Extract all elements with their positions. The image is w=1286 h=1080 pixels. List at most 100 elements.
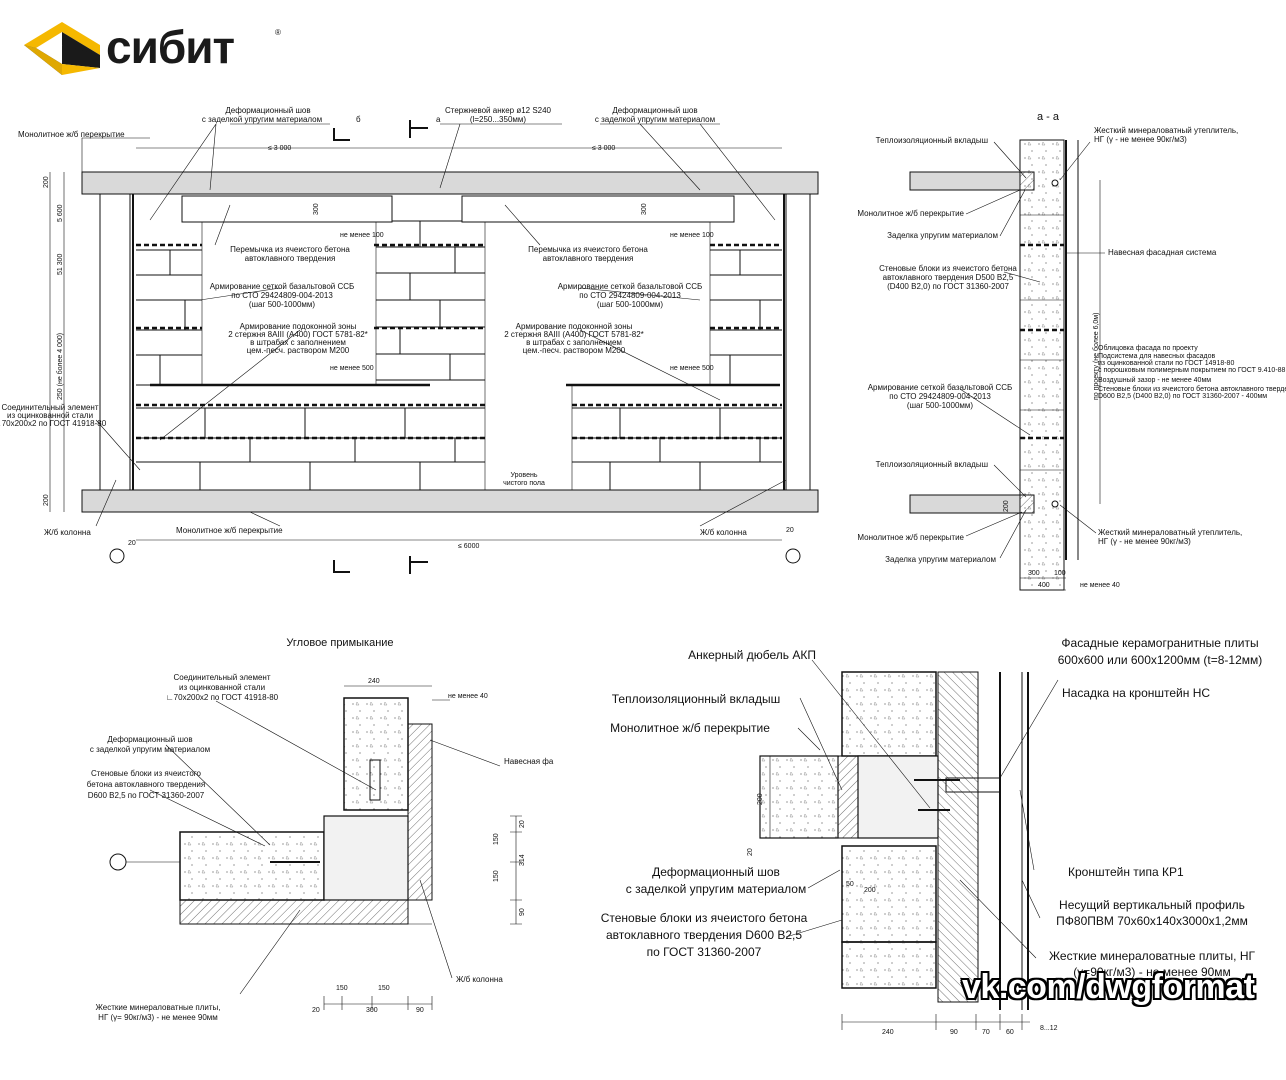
- svg-text:Заделка упругим материалом: Заделка упругим материалом: [885, 555, 996, 564]
- svg-text:с заделкой упругим материалом: с заделкой упругим материалом: [626, 882, 806, 896]
- svg-text:ПФ80ПВМ 70х60х140х3000х1,2мм: ПФ80ПВМ 70х60х140х3000х1,2мм: [1056, 914, 1248, 928]
- svg-text:автоклавного твердения D500 B2: автоклавного твердения D500 B2,5: [883, 273, 1014, 282]
- bottom-slab: [81, 489, 819, 513]
- svg-text:не менее 40: не менее 40: [448, 693, 488, 700]
- svg-text:≤ 3 000: ≤ 3 000: [592, 145, 615, 152]
- svg-text:Армирование подоконной зоны: Армирование подоконной зоны: [240, 322, 357, 331]
- svg-text:Стеновые блоки из ячеистого бе: Стеновые блоки из ячеистого бетона: [601, 911, 808, 925]
- svg-text:цем.-песч. раствором М200: цем.-песч. раствором М200: [523, 346, 626, 355]
- svg-text:Ж/б колонна: Ж/б колонна: [44, 528, 91, 537]
- svg-text:с заделкой упругим материалом: с заделкой упругим материалом: [202, 115, 322, 124]
- svg-text:с заделкой упругим материалом: с заделкой упругим материалом: [595, 115, 715, 124]
- svg-text:200: 200: [864, 887, 876, 894]
- svg-text:600х600 или 600х1200мм (t=8-12: 600х600 или 600х1200мм (t=8-12мм): [1058, 653, 1263, 667]
- svg-text:Армирование подоконной зоны: Армирование подоконной зоны: [516, 322, 633, 331]
- svg-text:бетона автоклавного твердения: бетона автоклавного твердения: [87, 780, 205, 789]
- svg-text:Стеновые блоки из ячеистого бе: Стеновые блоки из ячеистого бетона: [879, 264, 1017, 273]
- svg-text:240: 240: [368, 678, 380, 685]
- svg-text:400: 400: [1038, 582, 1050, 589]
- svg-text:20: 20: [786, 527, 794, 534]
- svg-text:60: 60: [1006, 1029, 1014, 1036]
- svg-text:из оцинкованной стали по ГОСТ: из оцинкованной стали по ГОСТ 14918-80: [1098, 359, 1234, 367]
- svg-text:20: 20: [312, 1007, 320, 1014]
- svg-text:в штрабах с заполнением: в штрабах с заполнением: [250, 338, 346, 347]
- logo: сибит ®: [24, 21, 281, 75]
- svg-text:не менее 40: не менее 40: [1080, 582, 1120, 589]
- svg-text:Армирование сеткой базальтовой: Армирование сеткой базальтовой ССБ: [868, 383, 1013, 392]
- svg-text:150: 150: [493, 870, 500, 882]
- svg-text:(шаг 500-1000мм): (шаг 500-1000мм): [597, 300, 663, 309]
- svg-text:50: 50: [846, 881, 854, 888]
- svg-text:(шаг 500-1000мм): (шаг 500-1000мм): [249, 300, 315, 309]
- svg-text:≤ 6000: ≤ 6000: [458, 543, 479, 550]
- svg-text:Армирование сеткой базальтовой: Армирование сеткой базальтовой ССБ: [210, 282, 355, 291]
- svg-text:314: 314: [519, 854, 526, 866]
- svg-text:Монолитное ж/б перекрытие: Монолитное ж/б перекрытие: [857, 209, 964, 218]
- block-courses: [136, 220, 782, 490]
- svg-text:автоклавного твердения: автоклавного твердения: [245, 254, 336, 263]
- svg-text:Монолитное ж/б перекрытие: Монолитное ж/б перекрытие: [610, 721, 770, 735]
- svg-text:(γ=90кг/м3) - не менее 90мм: (γ=90кг/м3) - не менее 90мм: [1073, 965, 1231, 979]
- svg-text:20: 20: [128, 540, 136, 547]
- svg-text:Заделка упругим материалом: Заделка упругим материалом: [887, 231, 998, 240]
- brand-reg: ®: [275, 28, 281, 37]
- svg-text:по СТО 29424809-004-2013: по СТО 29424809-004-2013: [231, 291, 333, 300]
- svg-text:150: 150: [336, 985, 348, 992]
- svg-text:по СТО 29424809-004-2013: по СТО 29424809-004-2013: [889, 392, 991, 401]
- svg-text:по СТО 29424809-004-2013: по СТО 29424809-004-2013: [579, 291, 681, 300]
- watermark: vk.com/dwgformat: [962, 968, 1255, 1006]
- svg-text:Ж/б колонна: Ж/б колонна: [700, 528, 747, 537]
- svg-text:Навесная фа: Навесная фа: [504, 757, 554, 766]
- svg-text:Армирование сеткой базальтовой: Армирование сеткой базальтовой ССБ: [558, 282, 703, 291]
- basalt-mesh: [136, 243, 782, 440]
- svg-text:51 300: 51 300: [57, 253, 64, 275]
- svg-text:Монолитное ж/б перекрытие: Монолитное ж/б перекрытие: [18, 130, 125, 139]
- svg-text:по проекту (не более 6,0м): по проекту (не более 6,0м): [1092, 313, 1100, 400]
- svg-text:Стеновые блоки из ячеистого бе: Стеновые блоки из ячеистого бетона авток…: [1098, 385, 1286, 393]
- section-slab-top: [909, 171, 1021, 191]
- svg-text:Жесткий минераловатный утеплит: Жесткий минераловатный утеплитель,: [1098, 528, 1242, 537]
- svg-text:Стеновые блоки из ячеистого: Стеновые блоки из ячеистого: [91, 769, 202, 778]
- svg-text:с заделкой упругим материалом: с заделкой упругим материалом: [90, 745, 210, 754]
- svg-text:2 стержня 8AIII (А400) ГОСТ 5: 2 стержня 8AIII (А400) ГОСТ 5781-82*: [228, 330, 368, 339]
- svg-text:(l=250...350мм): (l=250...350мм): [470, 115, 526, 124]
- svg-text:240: 240: [882, 1029, 894, 1036]
- svg-text:Подсистема для навесных фасадо: Подсистема для навесных фасадов: [1098, 353, 1215, 360]
- svg-text:Деформационный шов: Деформационный шов: [652, 865, 780, 879]
- svg-text:Жесткие минераловатные плиты,: Жесткие минераловатные плиты, НГ: [1049, 949, 1256, 963]
- svg-text:20: 20: [747, 848, 754, 856]
- svg-text:200: 200: [1003, 500, 1010, 512]
- svg-text:Теплоизоляционный вкладыш: Теплоизоляционный вкладыш: [876, 460, 988, 469]
- svg-text:300: 300: [1028, 570, 1040, 577]
- svg-text:Уровень: Уровень: [511, 472, 538, 479]
- svg-text:200: 200: [757, 793, 764, 805]
- column-left: [99, 193, 131, 491]
- facade-node: Анкерный дюбель АКП Теплоизоляционный вк…: [601, 636, 1263, 1036]
- wall-elevation: Деформационный шов с заделкой упругим ма…: [0, 106, 819, 574]
- svg-text:чистого пола: чистого пола: [503, 480, 545, 487]
- svg-text:не менее 500: не менее 500: [330, 365, 374, 372]
- svg-text:Воздушный зазор - не менее 40м: Воздушный зазор - не менее 40мм: [1098, 376, 1211, 384]
- svg-text:150: 150: [378, 985, 390, 992]
- logo-mark-icon: [24, 22, 100, 75]
- svg-text:Стержневой анкер ø12 S240: Стержневой анкер ø12 S240: [445, 106, 552, 115]
- svg-text:Жесткий минераловатный утеплит: Жесткий минераловатный утеплитель,: [1094, 126, 1238, 135]
- svg-text:Облицовка фасада по проекту: Облицовка фасада по проекту: [1098, 344, 1198, 352]
- section-a-a: а - а Теплоизоляционный вкладыш Жесткий …: [857, 111, 1286, 591]
- svg-text:300: 300: [366, 1007, 378, 1014]
- svg-text:≤ 3 000: ≤ 3 000: [268, 145, 291, 152]
- lintel-right: [461, 195, 735, 223]
- svg-text:автоклавного твердения: автоклавного твердения: [543, 254, 634, 263]
- svg-text:Соединительный элемент: Соединительный элемент: [1, 403, 98, 412]
- svg-text:из оцинкованной стали: из оцинкованной стали: [179, 683, 265, 692]
- svg-text:(шаг 500-1000мм): (шаг 500-1000мм): [907, 401, 973, 410]
- svg-text:Несущий вертикальный профиль: Несущий вертикальный профиль: [1059, 898, 1245, 912]
- svg-text:Перемычка из ячеистого бетона: Перемычка из ячеистого бетона: [528, 245, 648, 254]
- svg-text:а: а: [436, 115, 441, 124]
- svg-text:Теплоизоляционный вкладыш: Теплоизоляционный вкладыш: [612, 692, 780, 706]
- corner-column: [323, 815, 409, 901]
- svg-text:90: 90: [519, 908, 526, 916]
- svg-text:не менее 500: не менее 500: [670, 365, 714, 372]
- svg-text:250 (не более 4 000): 250 (не более 4 000): [56, 333, 64, 400]
